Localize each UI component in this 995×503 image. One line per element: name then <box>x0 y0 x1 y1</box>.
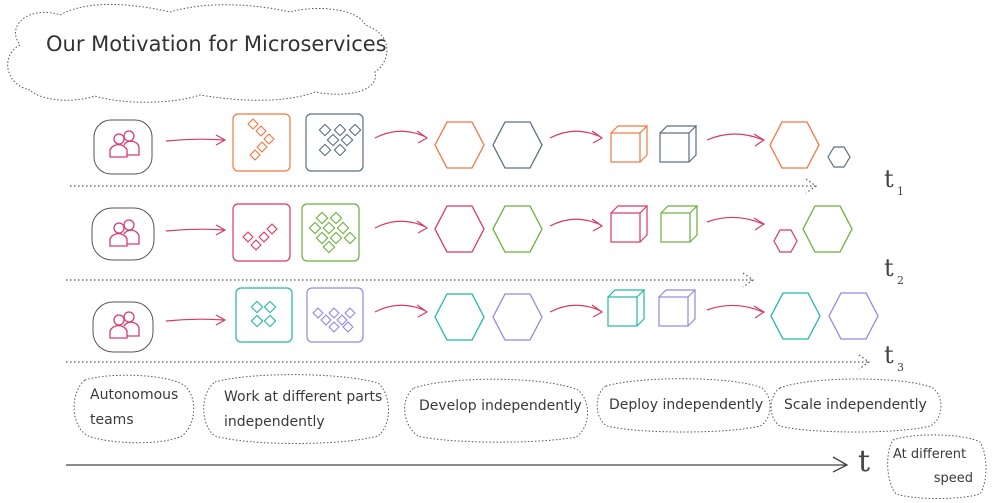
deploy-cube <box>610 205 649 243</box>
timeline-label-1: t <box>884 165 894 193</box>
row-2: t 2 <box>66 203 904 288</box>
service-hex <box>492 205 543 253</box>
stage-label-line: Work at different parts <box>224 389 383 405</box>
service-hex <box>434 293 485 341</box>
flow-arrow <box>549 130 604 144</box>
scale-hex-large <box>802 205 853 253</box>
team-icon <box>109 219 140 247</box>
stage-label-line: Develop independently <box>419 398 582 414</box>
team-box <box>93 119 153 175</box>
timeline-label-3: t <box>884 341 894 369</box>
row-3: t 3 <box>66 287 904 374</box>
scale-hex-small <box>827 146 851 168</box>
service-hex <box>434 121 485 169</box>
stage-label-line: Scale independently <box>784 397 927 413</box>
team-icon <box>109 130 140 158</box>
timeline-arrow-1 <box>70 178 818 194</box>
timeline-arrow-2 <box>66 272 755 288</box>
flow-arrow <box>374 130 429 144</box>
timeline-subscript-1: 1 <box>897 185 904 198</box>
work-blocks-2 <box>308 211 357 254</box>
team-icon <box>109 311 140 339</box>
page-title: Our Motivation for Microservices <box>46 32 387 56</box>
deploy-cube <box>658 289 697 327</box>
stage-label-deploy: Deploy independently <box>609 393 763 418</box>
flow-arrow <box>165 134 227 146</box>
work-blocks-2 <box>318 123 362 157</box>
service-hex <box>434 205 485 253</box>
flow-arrow <box>706 304 766 319</box>
stage-label-line: Deploy independently <box>609 397 764 413</box>
deploy-cube <box>660 205 699 243</box>
work-box-2 <box>306 287 364 343</box>
stage-label-line: teams <box>90 412 134 428</box>
flow-arrow <box>706 133 766 147</box>
main-time-label: t <box>858 444 870 479</box>
note-line: speed <box>933 471 973 486</box>
flow-arrow <box>549 304 604 318</box>
service-hex <box>492 121 543 169</box>
work-box-2 <box>305 113 364 172</box>
stage-label-line: Autonomous <box>90 387 179 403</box>
stage-label-develop: Develop independently <box>419 394 582 419</box>
stage-label-work-parts: Work at different parts independently <box>224 385 382 435</box>
scale-hex-large <box>769 121 820 169</box>
note-label: At different speed <box>893 443 973 491</box>
timeline-label-2: t <box>884 254 894 282</box>
stage-label-autonomous-teams: Autonomous teams <box>90 383 178 433</box>
deploy-cube <box>610 125 649 163</box>
deploy-cube <box>607 289 646 327</box>
deploy-cube <box>659 125 698 163</box>
work-blocks-1 <box>250 300 277 328</box>
note-line: At different <box>893 447 967 462</box>
team-box <box>92 301 154 353</box>
work-blocks-1 <box>242 223 278 251</box>
flow-arrow <box>374 220 429 234</box>
note-cloud <box>887 434 987 499</box>
work-blocks-1 <box>247 118 275 161</box>
stage-clouds <box>73 374 987 499</box>
flow-arrow <box>706 216 766 231</box>
work-box-2 <box>301 203 360 262</box>
stage-label-scale: Scale independently <box>784 393 927 418</box>
flow-arrow <box>374 304 429 318</box>
stage-cloud-1 <box>73 374 195 444</box>
scale-hex-small <box>773 229 798 253</box>
flow-arrow <box>165 224 227 236</box>
stage-label-line: independently <box>224 414 325 430</box>
timeline-subscript-2: 2 <box>897 274 904 287</box>
row-1: t 1 <box>70 113 904 198</box>
flow-arrow <box>165 314 227 326</box>
scale-hex-large <box>828 292 879 340</box>
timeline-arrow-3 <box>66 354 871 370</box>
work-box-1 <box>232 113 291 172</box>
work-blocks-2 <box>312 307 356 333</box>
title-cloud <box>7 3 388 103</box>
service-hex <box>492 293 543 341</box>
team-box <box>91 207 155 261</box>
flow-arrow <box>549 218 604 232</box>
scale-hex-large <box>770 292 821 340</box>
main-time-arrow <box>66 456 849 473</box>
work-box-1 <box>235 287 293 343</box>
timeline-subscript-3: 3 <box>897 361 904 374</box>
stage-cloud-3 <box>404 378 588 443</box>
work-box-1 <box>232 203 291 262</box>
